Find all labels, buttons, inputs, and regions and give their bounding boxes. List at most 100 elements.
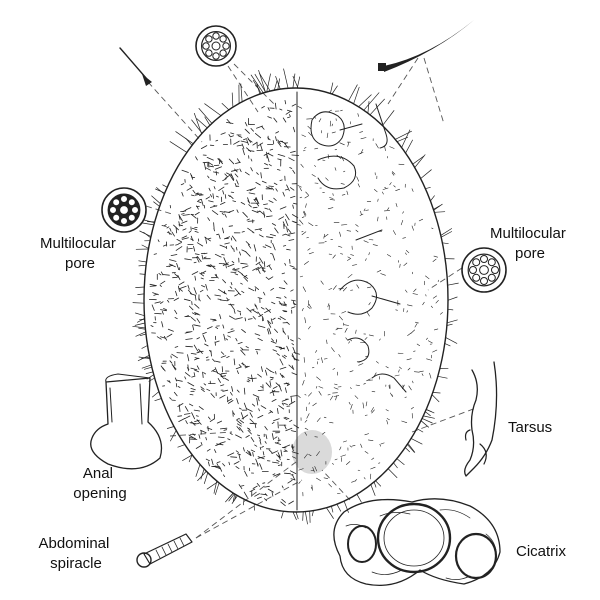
- seta: [245, 251, 251, 257]
- seta: [277, 464, 282, 467]
- seta: [271, 389, 275, 397]
- seta: [376, 361, 379, 364]
- seta: [351, 480, 356, 483]
- seta: [274, 436, 278, 439]
- seta: [184, 376, 187, 380]
- seta: [378, 462, 381, 464]
- seta: [227, 263, 235, 268]
- seta: [252, 141, 258, 146]
- seta: [206, 294, 211, 300]
- seta: [235, 434, 242, 439]
- seta: [368, 334, 374, 337]
- seta: [221, 254, 225, 256]
- seta: [308, 303, 312, 309]
- seta: [250, 308, 255, 311]
- seta: [256, 434, 261, 437]
- seta: [387, 207, 390, 211]
- seta: [290, 339, 294, 342]
- seta: [283, 280, 288, 285]
- seta: [327, 303, 330, 308]
- seta: [287, 335, 289, 340]
- seta: [392, 230, 396, 235]
- seta: [204, 252, 208, 255]
- seta: [284, 188, 289, 191]
- seta: [316, 451, 320, 457]
- seta: [166, 333, 173, 338]
- ventral-leg-hind: [347, 337, 407, 393]
- seta: [213, 186, 216, 190]
- seta: [175, 379, 183, 382]
- seta: [175, 226, 178, 234]
- seta: [212, 319, 217, 322]
- seta: [191, 375, 196, 378]
- seta: [230, 175, 235, 182]
- seta: [281, 355, 286, 359]
- seta: [239, 427, 244, 433]
- seta: [241, 274, 249, 279]
- seta: [302, 379, 305, 386]
- seta: [350, 404, 353, 410]
- seta: [193, 245, 196, 252]
- seta: [279, 358, 284, 366]
- seta: [250, 377, 257, 380]
- seta: [205, 356, 209, 359]
- seta: [301, 216, 305, 218]
- pore-loculus: [472, 273, 481, 282]
- seta: [437, 279, 440, 283]
- seta: [307, 248, 311, 251]
- seta: [299, 219, 304, 225]
- seta: [270, 252, 274, 255]
- seta: [259, 143, 263, 151]
- seta: [232, 493, 236, 502]
- seta: [139, 333, 147, 337]
- seta: [263, 152, 270, 156]
- seta: [430, 305, 433, 309]
- seta: [219, 427, 228, 430]
- seta: [312, 466, 315, 473]
- seta: [349, 339, 353, 342]
- seta: [228, 461, 231, 466]
- seta: [167, 328, 174, 332]
- seta: [214, 367, 218, 374]
- seta: [259, 73, 271, 92]
- seta: [345, 461, 351, 465]
- seta: [247, 429, 252, 435]
- seta: [143, 232, 152, 239]
- seta: [196, 242, 204, 247]
- seta: [346, 190, 349, 195]
- seta: [304, 317, 307, 324]
- seta: [201, 254, 204, 260]
- seta: [276, 407, 279, 415]
- seta: [273, 117, 278, 123]
- seta: [254, 444, 258, 447]
- seta: [277, 139, 281, 145]
- seta: [209, 165, 215, 168]
- seta: [219, 211, 225, 213]
- anal-region: [292, 430, 332, 474]
- seta: [228, 134, 231, 138]
- seta: [220, 132, 226, 135]
- seta: [274, 102, 277, 110]
- seta: [418, 218, 424, 222]
- seta: [230, 132, 235, 135]
- seta: [188, 403, 194, 407]
- seta: [349, 370, 354, 373]
- seta: [324, 241, 327, 243]
- seta: [153, 253, 157, 255]
- seta: [445, 337, 458, 344]
- seta: [281, 374, 285, 378]
- seta: [233, 248, 235, 253]
- seta: [214, 360, 221, 363]
- seta: [321, 357, 323, 364]
- seta: [299, 275, 304, 278]
- seta: [341, 224, 348, 226]
- seta: [248, 287, 255, 292]
- seta: [414, 154, 426, 168]
- seta: [232, 267, 236, 270]
- seta: [308, 454, 312, 457]
- seta: [203, 372, 207, 375]
- seta: [273, 197, 277, 201]
- seta: [339, 231, 342, 237]
- seta: [265, 276, 269, 280]
- seta: [297, 106, 303, 109]
